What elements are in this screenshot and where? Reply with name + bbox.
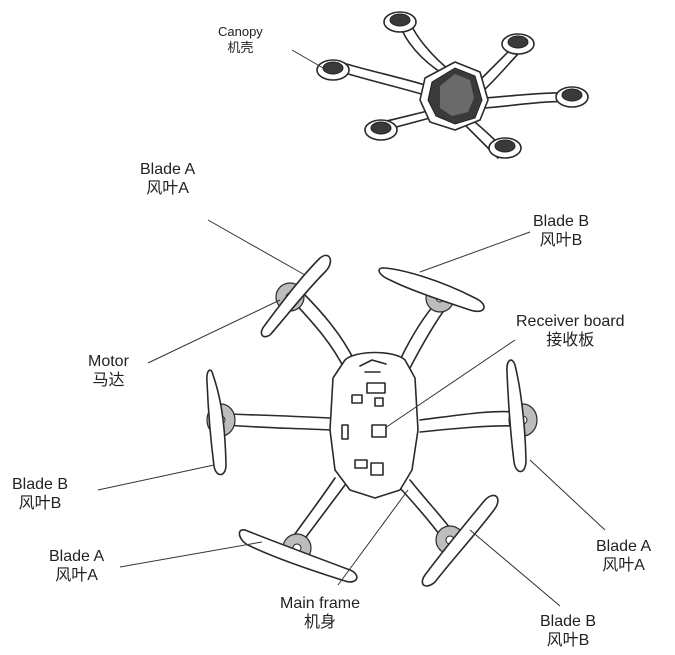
callout-main-frame-zh: 机身 [280,613,360,632]
callout-blade-b-left-zh: 风叶B [12,494,68,513]
callout-blade-b-bottom-en: Blade B [540,612,596,631]
callout-main-frame-en: Main frame [280,594,360,613]
callout-blade-a-right-zh: 风叶A [596,556,651,575]
callout-canopy-zh: 机壳 [218,40,263,56]
callout-blade-b-top-zh: 风叶B [533,231,589,250]
callout-canopy-en: Canopy [218,24,263,40]
callout-blade-b-top-en: Blade B [533,212,589,231]
callout-blade-a-left: Blade A 风叶A [49,547,104,585]
callout-blade-b-top: Blade B 风叶B [533,212,589,250]
canopy-illustration [317,12,588,158]
callout-receiver-board-en: Receiver board [516,312,625,331]
callout-blade-a-right-en: Blade A [596,537,651,556]
callout-blade-a-left-zh: 风叶A [49,566,104,585]
callout-motor-en: Motor [88,352,129,371]
callout-receiver-board: Receiver board 接收板 [516,312,625,350]
callout-motor: Motor 马达 [88,352,129,390]
callout-blade-b-bottom-zh: 风叶B [540,631,596,650]
callout-blade-b-bottom: Blade B 风叶B [540,612,596,650]
callout-blade-b-left: Blade B 风叶B [12,475,68,513]
callout-motor-zh: 马达 [88,371,129,390]
callout-canopy: Canopy 机壳 [218,24,263,56]
callout-blade-a-left-en: Blade A [49,547,104,566]
callout-blade-a-top-zh: 风叶A [140,179,195,198]
callout-receiver-board-zh: 接收板 [516,331,625,350]
callout-blade-a-top-en: Blade A [140,160,195,179]
callout-main-frame: Main frame 机身 [280,594,360,632]
callout-blade-b-left-en: Blade B [12,475,68,494]
callout-blade-a-top: Blade A 风叶A [140,160,195,198]
callout-blade-a-right: Blade A 风叶A [596,537,651,575]
main-frame-illustration [207,255,537,586]
